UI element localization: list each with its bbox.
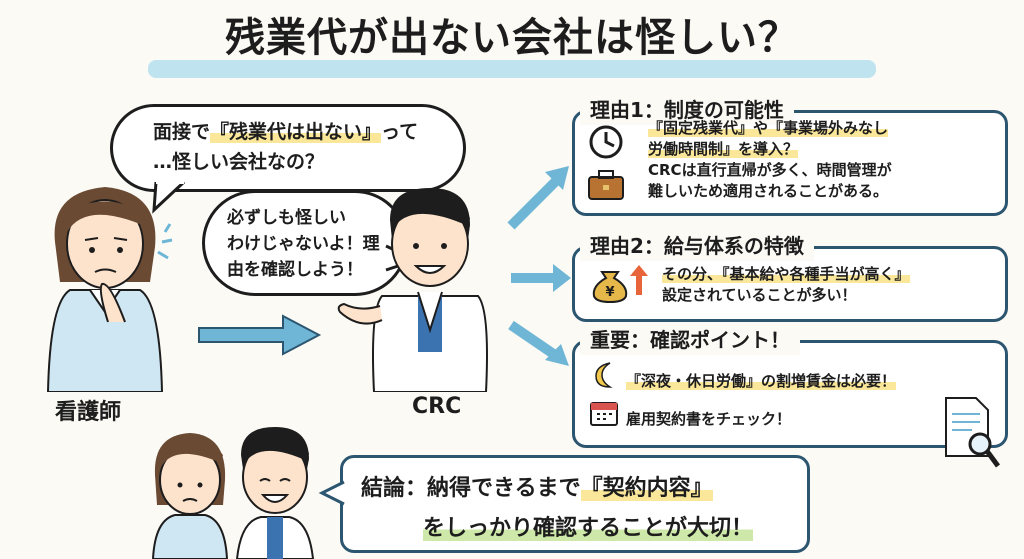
- title-area: 残業代が出ない会社は怪しい？: [0, 8, 1024, 78]
- nurse-speech-bubble: 面接で『残業代は出ない』って …怪しい会社なの？: [110, 104, 466, 192]
- conclusion-line1: 結論：納得できるまで『契約内容』: [361, 470, 713, 502]
- crc-bubble-line1: 必ずしも怪しい: [227, 208, 346, 228]
- branch-arrows: [507, 166, 571, 366]
- conclusion-line2: をしっかり確認することが大切！: [423, 516, 754, 541]
- reason-1-title: 理由1：制度の可能性: [580, 92, 794, 125]
- reason-2-title: 理由2：給与体系の特徴: [580, 228, 814, 261]
- conclusion-line1-quote: 『契約内容』: [580, 476, 713, 501]
- calendar-icon: [590, 402, 618, 426]
- nurse-bubble-line1-pre: 面接で: [153, 121, 211, 143]
- nurse-label: 看護師: [55, 400, 122, 425]
- conclusion-prefix: 結論：: [361, 476, 428, 501]
- crc-bubble-line3: 由を確認しよう！: [227, 260, 363, 280]
- arrow-right-icon: [198, 314, 322, 356]
- conclusion-box: 結論：納得できるまで『契約内容』 をしっかり確認することが大切！: [340, 455, 810, 553]
- nurse-bubble-tail: [152, 178, 186, 214]
- conclusion-pointer: [318, 480, 345, 506]
- reason-card-1: [572, 110, 1008, 216]
- svg-text:¥: ¥: [605, 285, 614, 300]
- crc-bubble-line2: わけじゃないよ！理: [227, 234, 380, 254]
- crc-label: CRC: [412, 394, 462, 419]
- page-title: 残業代が出ない会社は怪しい？: [225, 15, 799, 61]
- crc-illustration: [337, 188, 488, 392]
- moon-icon: [595, 362, 613, 388]
- briefcase-icon: [588, 170, 624, 200]
- document-magnifier-icon: [945, 397, 1001, 468]
- title-highlight: [148, 60, 876, 78]
- conclusion-line1-pre: 納得できるまで: [427, 476, 581, 501]
- nurse-bubble-line1-quote: 『残業代は出ない』: [210, 121, 382, 143]
- arrow-up-icon: [630, 265, 648, 295]
- crc-bubble-text: 必ずしも怪しい わけじゃないよ！理 由を確認しよう！: [227, 205, 380, 283]
- reason-2-text: その分、『基本給や各種手当が高く』 設定されていることが多い！: [662, 265, 910, 304]
- money-bag-icon: ¥: [592, 271, 628, 304]
- clock-icon: [589, 125, 623, 159]
- reason-3-title: 重要：確認ポイント！: [580, 322, 800, 355]
- nurse-bubble-text: 面接で『残業代は出ない』って …怪しい会社なの？: [153, 117, 418, 177]
- nurse-illustration: [46, 187, 173, 392]
- crc-speech-bubble: 必ずしも怪しい わけじゃないよ！理 由を確認しよう！: [202, 190, 408, 296]
- reason-3-text: 『深夜・休日労働』の割増賃金は必要！ 雇用契約書をチェック！: [626, 372, 897, 428]
- bottom-characters-illustration: [151, 427, 315, 559]
- reason-1-text: 『固定残業代』や『事業場外みなし 労働時間制』を導入？ CRCは直行直帰が多く、…: [648, 119, 892, 200]
- nurse-bubble-line2: …怪しい会社なの？: [153, 151, 325, 173]
- nurse-bubble-line1-post: って: [381, 121, 419, 143]
